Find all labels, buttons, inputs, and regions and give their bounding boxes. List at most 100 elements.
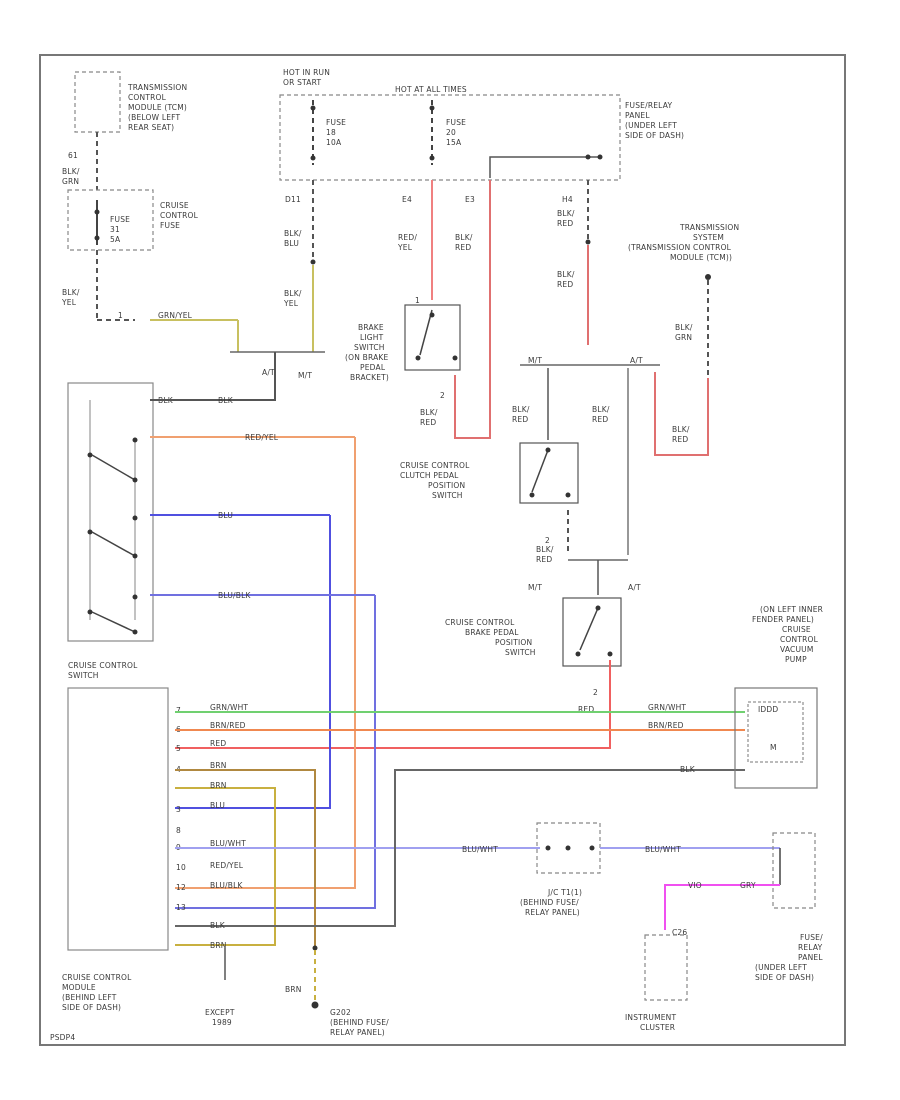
pin-2-clutch: 2	[545, 536, 550, 545]
mt-label-2: M/T	[528, 356, 542, 365]
pin-2-brakepos: 2	[593, 688, 598, 697]
switch-contact-3	[87, 594, 138, 635]
at-label-3: A/T	[628, 583, 641, 592]
vacuum-pump-box	[734, 687, 818, 789]
wire-label-blu-wht-m: BLU/WHT	[462, 845, 498, 854]
pin-7: 7	[176, 706, 181, 715]
brake-light-switch-box	[404, 304, 461, 371]
wire-label-blk-red-7: BLK/RED	[672, 425, 690, 444]
hot-at-all-times-label: HOT AT ALL TIMES	[395, 85, 467, 94]
wire-label-blk-blu: BLK/BLU	[284, 229, 302, 248]
wire-label-blk-yel-1: BLK/YEL	[61, 288, 80, 307]
wire-label-blk-r: BLK	[680, 765, 696, 774]
pin-1-brake: 1	[415, 296, 420, 305]
wire-label-grn-wht-l: GRN/WHT	[210, 703, 248, 712]
wire-label-grn-wht-r: GRN/WHT	[648, 703, 686, 712]
wire-label-blk-red-6: BLK/RED	[592, 405, 610, 424]
wire-label-brn-red-r: BRN/RED	[648, 721, 684, 730]
switch-contact-2	[87, 515, 138, 559]
wire-label-blu-blk: BLU/BLK	[218, 591, 251, 600]
fuse-relay-panel-2-box	[772, 832, 816, 909]
at-label-2: A/T	[630, 356, 643, 365]
pin-d11: D11	[285, 195, 301, 204]
fuse-relay-panel-box	[279, 94, 621, 181]
wire-label-vio: VIO	[688, 881, 702, 890]
wire-label-brn-1: BRN	[210, 761, 227, 770]
mt-label-3: M/T	[528, 583, 542, 592]
cruise-module-box	[67, 687, 169, 951]
pin-e4: E4	[402, 195, 412, 204]
diagram-frame	[39, 54, 846, 1046]
switch-contact-1	[87, 437, 138, 483]
pin-12: 12	[176, 883, 186, 892]
wire-label-grn-yel: GRN/YEL	[158, 311, 193, 320]
diagram-id: PSDP4	[50, 1033, 75, 1042]
wire-label-brn-red-l: BRN/RED	[210, 721, 246, 730]
jc-label: J/C T1(1)(BEHIND FUSE/RELAY PANEL)	[520, 888, 582, 917]
wire-label-blk-red-8: BLK/RED	[536, 545, 554, 564]
wire-label-blk-red-3: BLK/RED	[557, 209, 575, 228]
pin-8: 8	[176, 826, 181, 835]
instrument-cluster-box	[644, 934, 688, 1001]
clutch-switch-box	[519, 442, 579, 504]
pin-h4: H4	[562, 195, 573, 204]
wire-label-red-mid: RED	[578, 705, 594, 714]
wire-label-blu-l: BLU	[210, 801, 225, 810]
wire-label-blk-l: BLK	[210, 921, 226, 930]
wire-label-blk-yel-2: BLK/YEL	[283, 289, 302, 308]
wire-label-blu: BLU	[218, 511, 233, 520]
wire-label-grn-bot: BRN	[285, 985, 302, 994]
wire-label-red-yel-h: RED/YEL	[245, 433, 279, 442]
pin-5: 5	[176, 744, 181, 753]
mt-label-1: M/T	[298, 371, 312, 380]
cruise-fuse-box	[67, 189, 154, 251]
wire-label-blk-red-1: BLK/RED	[455, 233, 473, 252]
wire-label-blk-grn-2: BLK/GRN	[675, 323, 693, 342]
wire-label-blk-h: BLK	[218, 396, 234, 405]
wire-label-blk-grn-1: BLK/GRN	[62, 167, 80, 186]
wire-label-blk-red-4: BLK/RED	[557, 270, 575, 289]
pin-10: 10	[176, 863, 186, 872]
brake-pos-switch-box	[562, 597, 622, 667]
vacuum-pump-inner	[747, 701, 804, 763]
wire-label-brn-2: BRN	[210, 781, 227, 790]
wire-label-blk-red-5: BLK/RED	[512, 405, 530, 424]
wire-label-blu-blk-l: BLU/BLK	[210, 881, 243, 890]
tcm-box	[74, 71, 121, 133]
wire-label-gry: GRY	[740, 881, 756, 890]
wire-label-red-l: RED	[210, 739, 226, 748]
pin-13: 13	[176, 903, 186, 912]
pin-c26: C26	[672, 928, 687, 937]
cruise-switch-box	[67, 382, 154, 642]
wire-label-brn-l: BRN	[210, 941, 227, 950]
wire-label-red-yel: RED/YEL	[397, 233, 417, 252]
pin-61: 61	[68, 151, 78, 160]
pin-3: 3	[176, 805, 181, 814]
at-label-1: A/T	[262, 368, 275, 377]
pin-2-brake: 2	[440, 391, 445, 400]
pin-e3: E3	[465, 195, 475, 204]
wire-label-blu-wht-l: BLU/WHT	[210, 839, 246, 848]
wire-label-red-yel-l: RED/YEL	[210, 861, 244, 870]
wire-label-blk-red-2: BLK/RED	[420, 408, 438, 427]
wire-label-blu-wht-r: BLU/WHT	[645, 845, 681, 854]
